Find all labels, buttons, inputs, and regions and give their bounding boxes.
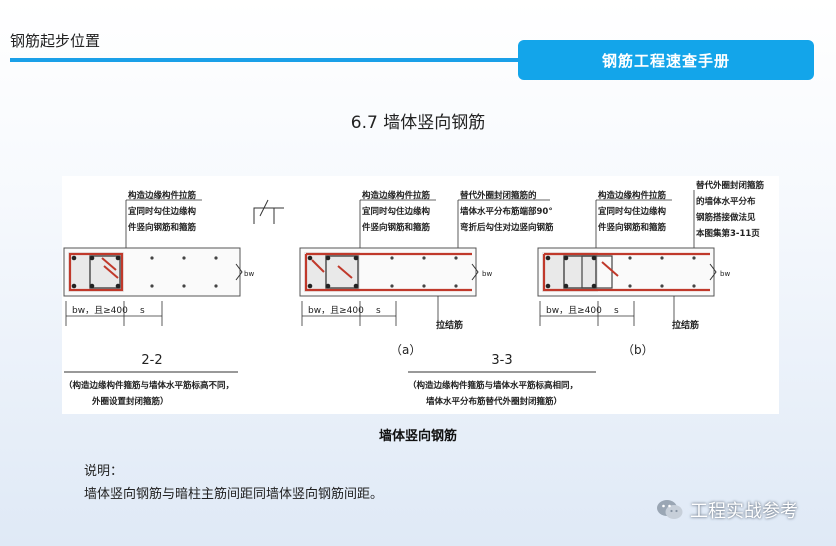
svg-text:拉结筋: 拉结筋	[436, 319, 463, 331]
section-label-3-3: 3-3	[491, 353, 512, 368]
figure-caption: 墙体竖向钢筋	[378, 429, 457, 444]
svg-text:的墙体水平分布: 的墙体水平分布	[696, 196, 756, 207]
header-divider	[10, 58, 520, 62]
svg-text:宜同时勾住边缘构: 宜同时勾住边缘构	[128, 206, 197, 217]
wechat-icon	[657, 500, 683, 519]
svg-text:件竖向钢筋和箍筋: 件竖向钢筋和箍筋	[598, 222, 667, 233]
note-left-3: 件竖向钢筋和箍筋	[128, 222, 197, 233]
label-a: （a）	[390, 343, 421, 357]
svg-text:墙体水平分布筋替代外圈封闭箍筋）: 墙体水平分布筋替代外圈封闭箍筋）	[426, 396, 562, 407]
rebar-figure: 构造边缘构件拉筋 宜同时勾住边缘构 件竖向钢筋和箍筋	[62, 176, 779, 414]
svg-text:bw，且≥400: bw，且≥400	[546, 305, 602, 316]
svg-text:构造边缘构件拉筋: 构造边缘构件拉筋	[362, 190, 431, 201]
label-b: （b）	[622, 343, 654, 357]
note-2-2-line1: （构造边缘构件箍筋与墙体水平筋标高不同，	[64, 380, 234, 391]
note-3-3-line1: （构造边缘构件箍筋与墙体水平筋标高相同，	[408, 380, 578, 391]
dim-bw-mid: bw，且≥400	[308, 305, 364, 316]
svg-text:外圈设置封闭箍筋）: 外圈设置封闭箍筋）	[91, 396, 169, 407]
note-mid-1: 构造边缘构件拉筋	[362, 190, 431, 201]
detail-a: 构造边缘构件拉筋 宜同时勾住边缘构 件竖向钢筋和箍筋 替代外圈封闭箍筋的 墙体水…	[299, 190, 554, 357]
svg-text:（a）: （a）	[390, 343, 421, 357]
section-title: 6.7 墙体竖向钢筋	[350, 113, 486, 133]
cut-symbol	[253, 199, 284, 224]
svg-text:拉结筋: 拉结筋	[672, 319, 699, 331]
note-text: 墙体竖向钢筋与暗柱主筋间距同墙体竖向钢筋间距。	[84, 487, 384, 502]
detail-2-2: 构造边缘构件拉筋 宜同时勾住边缘构 件竖向钢筋和箍筋	[63, 190, 254, 407]
svg-text:s: s	[140, 306, 145, 316]
svg-text:（b）: （b）	[622, 343, 654, 357]
dim-s-right: s	[614, 306, 619, 316]
svg-text:bw: bw	[720, 270, 730, 278]
svg-text:bw: bw	[482, 270, 492, 278]
note-right2-2: 的墙体水平分布	[696, 196, 756, 207]
svg-text:钢筋搭接做法见: 钢筋搭接做法见	[696, 212, 756, 223]
svg-text:宜同时勾住边缘构: 宜同时勾住边缘构	[362, 206, 431, 217]
svg-text:（构造边缘构件箍筋与墙体水平筋标高相同，: （构造边缘构件箍筋与墙体水平筋标高相同，	[408, 380, 578, 391]
note-left-1: 构造边缘构件拉筋	[128, 190, 197, 201]
note-right-3: 件竖向钢筋和箍筋	[598, 222, 667, 233]
svg-text:构造边缘构件拉筋: 构造边缘构件拉筋	[128, 190, 197, 201]
svg-text:bw，且≥400: bw，且≥400	[72, 305, 128, 316]
note-right2-1: 替代外圈封闭箍筋	[696, 180, 765, 191]
svg-text:宜同时勾住边缘构: 宜同时勾住边缘构	[598, 206, 667, 217]
svg-text:替代外圈封闭箍筋的: 替代外圈封闭箍筋的	[460, 190, 537, 201]
svg-text:s: s	[614, 306, 619, 316]
note-right-2: 宜同时勾住边缘构	[598, 206, 667, 217]
rebar-drawing: 构造边缘构件拉筋 宜同时勾住边缘构 件竖向钢筋和箍筋	[63, 180, 765, 407]
note-right2-4: 本图集第3-11页	[696, 228, 760, 239]
svg-text:件竖向钢筋和箍筋: 件竖向钢筋和箍筋	[128, 222, 197, 233]
svg-text:bw，且≥400: bw，且≥400	[308, 305, 364, 316]
note-mid-2: 宜同时勾住边缘构	[362, 206, 431, 217]
dim-bw-side-right: bw	[720, 270, 730, 278]
dim-s-mid: s	[376, 306, 381, 316]
svg-text:3-3: 3-3	[491, 353, 512, 368]
tie-label-right: 拉结筋	[672, 319, 699, 331]
handbook-badge: 钢筋工程速查手册	[518, 40, 814, 80]
watermark: 工程实战参考	[656, 497, 798, 523]
svg-text:（构造边缘构件箍筋与墙体水平筋标高不同，: （构造边缘构件箍筋与墙体水平筋标高不同，	[64, 380, 234, 391]
dim-bw-side-mid: bw	[482, 270, 492, 278]
note-right-1: 构造边缘构件拉筋	[598, 190, 667, 201]
dim-bw-left: bw，且≥400	[72, 305, 128, 316]
dim-bw-right: bw，且≥400	[546, 305, 602, 316]
svg-text:s: s	[376, 306, 381, 316]
detail-b: 构造边缘构件拉筋 宜同时勾住边缘构 件竖向钢筋和箍筋 替代外圈封闭箍筋 的墙体水…	[537, 180, 765, 357]
note-mid-3: 件竖向钢筋和箍筋	[362, 222, 431, 233]
watermark-text: 工程实战参考	[690, 501, 798, 522]
note-title: 说明：	[84, 464, 124, 479]
note-2-2-line2: 外圈设置封闭箍筋）	[91, 396, 169, 407]
svg-text:墙体水平分布筋端部90°: 墙体水平分布筋端部90°	[460, 206, 553, 217]
svg-text:弯折后勾住对边竖向钢筋: 弯折后勾住对边竖向钢筋	[460, 222, 554, 233]
svg-text:bw: bw	[244, 270, 254, 278]
note-right2-3: 钢筋搭接做法见	[696, 212, 756, 223]
svg-text:本图集第3-11页: 本图集第3-11页	[696, 228, 760, 239]
note-mid2-3: 弯折后勾住对边竖向钢筋	[460, 222, 554, 233]
dim-s-left: s	[140, 306, 145, 316]
svg-text:构造边缘构件拉筋: 构造边缘构件拉筋	[598, 190, 667, 201]
svg-text:件竖向钢筋和箍筋: 件竖向钢筋和箍筋	[362, 222, 431, 233]
svg-text:替代外圈封闭箍筋: 替代外圈封闭箍筋	[696, 180, 765, 191]
section-label-2-2: 2-2	[141, 353, 162, 368]
note-3-3-line2: 墙体水平分布筋替代外圈封闭箍筋）	[426, 396, 562, 407]
header-title: 钢筋起步位置	[10, 32, 101, 50]
tie-label-mid: 拉结筋	[436, 319, 463, 331]
svg-text:2-2: 2-2	[141, 353, 162, 368]
note-left-2: 宜同时勾住边缘构	[128, 206, 197, 217]
section-3-3: 3-3 （构造边缘构件箍筋与墙体水平筋标高相同， 墙体水平分布筋替代外圈封闭箍筋…	[408, 353, 596, 407]
note-mid2-1: 替代外圈封闭箍筋的	[460, 190, 537, 201]
note-mid2-2: 墙体水平分布筋端部90°	[460, 206, 553, 217]
dim-bw-side-left: bw	[244, 270, 254, 278]
